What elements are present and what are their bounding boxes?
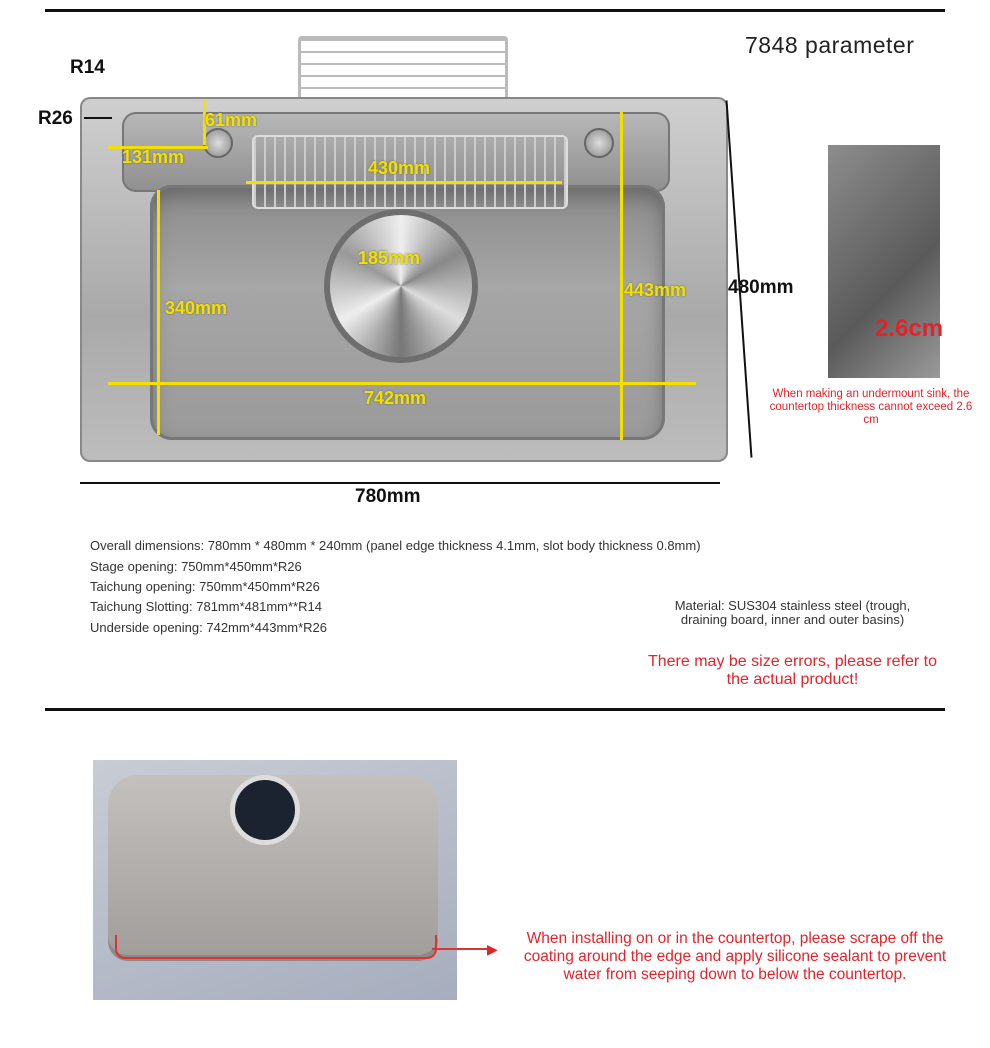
arrow-head-icon: ▶ xyxy=(487,941,498,957)
dim-61: 61mm xyxy=(205,110,258,130)
material-note: Material: SUS304 stainless steel (trough… xyxy=(674,598,911,627)
dim-line-430 xyxy=(246,181,562,184)
dish-rack xyxy=(298,36,508,102)
dim-line-443 xyxy=(620,112,623,440)
dim-185: 185mm xyxy=(358,248,421,268)
size-warning: There may be size errors, please refer t… xyxy=(647,653,937,688)
arrow-r26 xyxy=(84,117,112,119)
spec-taichung-slotting: Taichung Slotting: 781mm*481mm**R14 xyxy=(90,599,322,614)
faucet-hole-left xyxy=(203,128,233,158)
middle-divider xyxy=(45,708,945,711)
spec-underside-opening: Underside opening: 742mm*443mm*R26 xyxy=(90,620,328,635)
dim-131: 131mm xyxy=(122,147,185,167)
top-divider xyxy=(45,9,945,12)
radius-r14: R14 xyxy=(70,57,105,78)
countertop-thickness-photo xyxy=(828,145,940,378)
dim-340: 340mm xyxy=(165,298,228,318)
dim-2-6cm: 2.6cm xyxy=(875,315,944,342)
dim-line-340 xyxy=(157,190,160,435)
drain-hole xyxy=(235,780,295,840)
install-note: When installing on or in the countertop,… xyxy=(523,930,947,983)
dim-430: 430mm xyxy=(368,158,431,178)
page-title: 7848 parameter xyxy=(745,32,915,58)
dim-443: 443mm xyxy=(624,280,687,300)
dim-line-780 xyxy=(80,482,720,484)
drain xyxy=(330,215,472,357)
spec-stage-opening: Stage opening: 750mm*450mm*R26 xyxy=(90,559,302,574)
faucet-hole-right xyxy=(584,128,614,158)
basket xyxy=(252,135,568,209)
dim-line-742 xyxy=(108,382,696,385)
arrow-line xyxy=(432,948,490,950)
dim-line-61 xyxy=(203,100,206,145)
dim-742: 742mm xyxy=(364,388,427,408)
spec-overall: Overall dimensions: 780mm * 480mm * 240m… xyxy=(90,538,701,553)
undermount-note: When making an undermount sink, the coun… xyxy=(769,388,973,426)
dim-480: 480mm xyxy=(728,277,794,298)
dim-780: 780mm xyxy=(355,486,421,507)
sealant-outline xyxy=(115,935,437,959)
radius-r26: R26 xyxy=(38,108,73,129)
dim-line-131 xyxy=(108,146,208,149)
spec-taichung-opening: Taichung opening: 750mm*450mm*R26 xyxy=(90,579,320,594)
